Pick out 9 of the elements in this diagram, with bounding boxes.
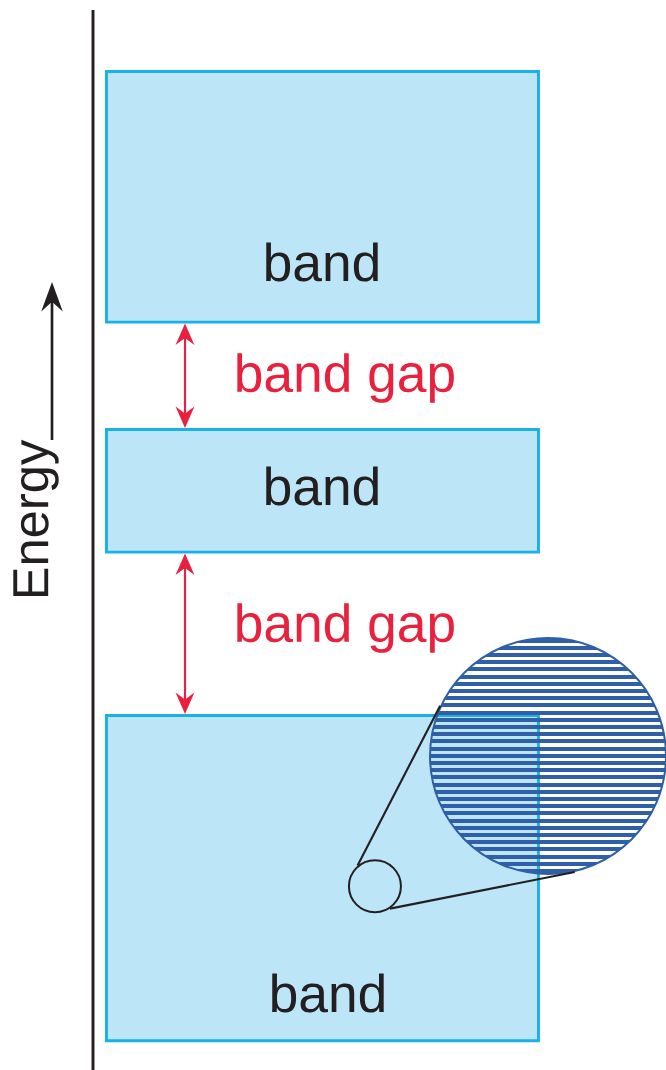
band-box: band — [105, 70, 540, 324]
edge-label: band gap — [237, 603, 454, 653]
band-box: band — [105, 714, 540, 1043]
zoom-circle — [347, 859, 402, 914]
leader-line — [389, 870, 575, 910]
leader-line — [356, 705, 442, 867]
edge-label: band gap — [237, 353, 454, 403]
band-box: band — [105, 428, 540, 554]
axis-label: Energy — [13, 439, 59, 597]
